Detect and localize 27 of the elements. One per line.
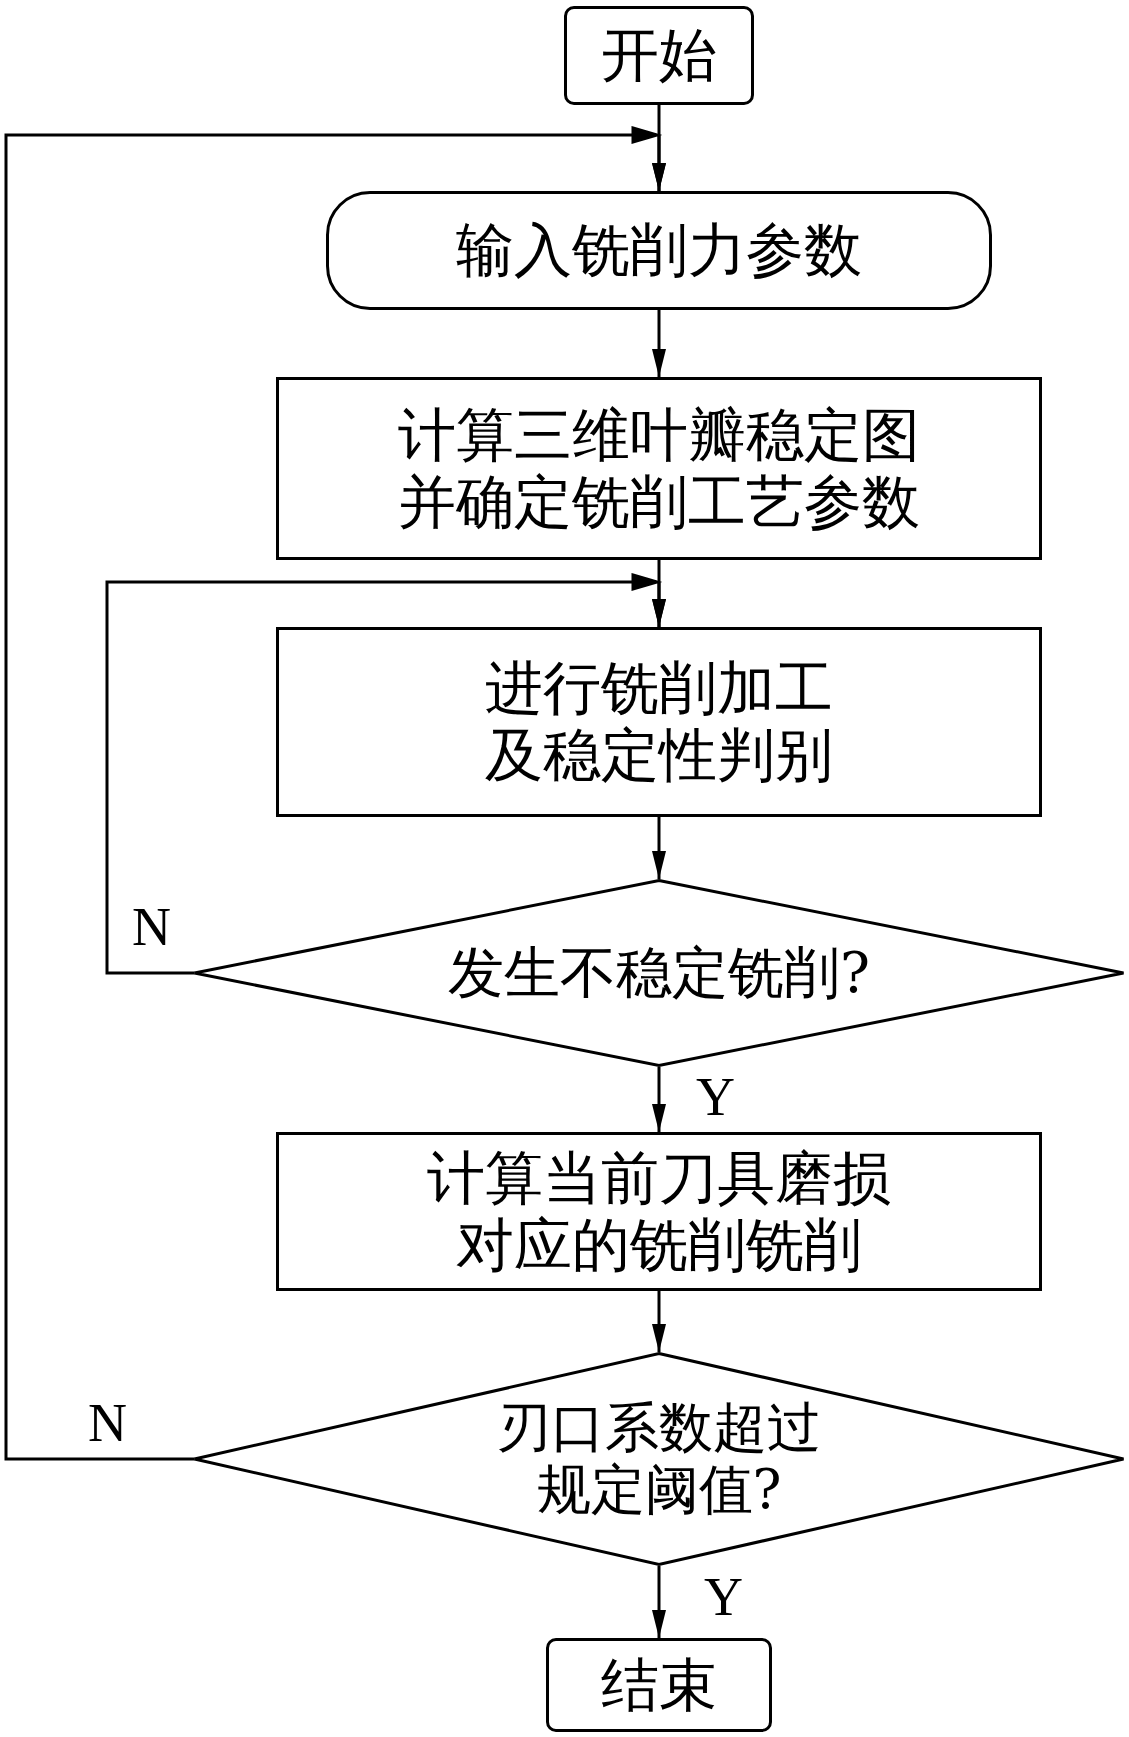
input-box xyxy=(326,191,992,310)
step-label: 输入铣削力参数 xyxy=(456,217,862,284)
question-label: 刃口系数超过规定阈值? xyxy=(496,1396,822,1522)
question-label: 发生不稳定铣削? xyxy=(448,940,870,1006)
loop-arrow xyxy=(4,126,666,1461)
decision-diamond xyxy=(193,879,1125,1067)
arrow xyxy=(652,1067,666,1132)
process-box xyxy=(276,377,1042,560)
end-label: 结束 xyxy=(601,1651,717,1719)
edge-label: N xyxy=(88,1396,127,1450)
arrow xyxy=(652,1566,666,1638)
step-label: 计算三维叶瓣稳定图并确定铣削工艺参数 xyxy=(397,401,921,536)
step-label: 计算当前刀具磨损对应的铣削铣削 xyxy=(426,1144,892,1279)
start-box xyxy=(564,6,754,105)
arrow xyxy=(652,310,666,377)
process-box xyxy=(276,1132,1042,1291)
arrow xyxy=(652,1291,666,1352)
edge-label: N xyxy=(132,900,171,954)
end-box xyxy=(546,1638,772,1732)
edge-label: Y xyxy=(696,1070,735,1124)
step-label: 进行铣削加工及稳定性判别 xyxy=(484,655,834,789)
process-box xyxy=(276,627,1042,817)
start-label: 开始 xyxy=(601,22,717,89)
arrow xyxy=(652,817,666,879)
edge-label: Y xyxy=(704,1570,743,1624)
loop-arrow xyxy=(105,573,666,975)
decision-diamond xyxy=(193,1352,1125,1566)
